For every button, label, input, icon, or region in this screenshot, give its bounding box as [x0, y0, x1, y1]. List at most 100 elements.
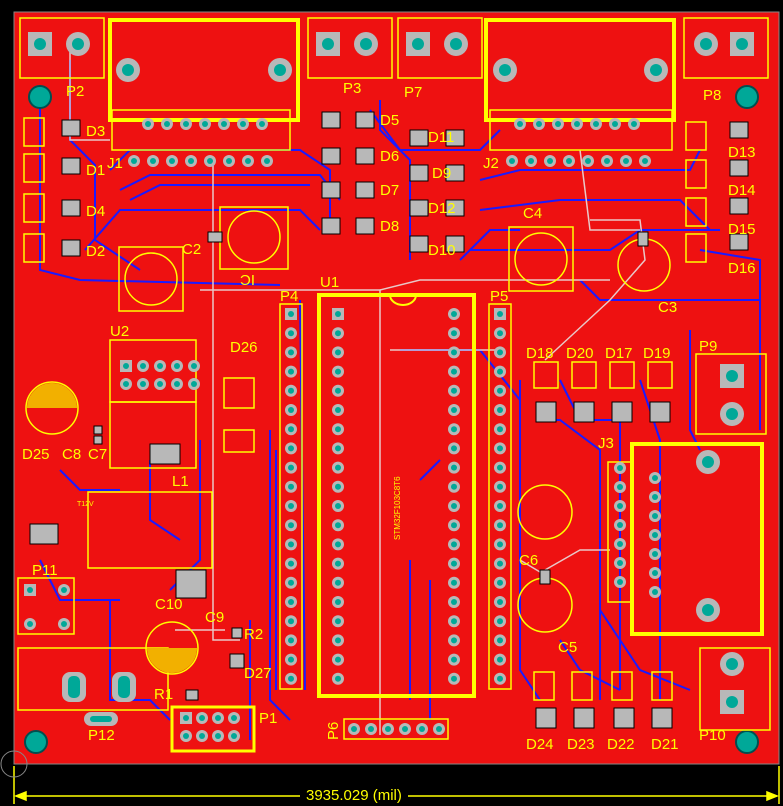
designator-p6: P6: [325, 721, 342, 740]
designator-d18: D18: [526, 345, 554, 362]
pad-hole: [497, 503, 503, 509]
designator-p9: P9: [699, 338, 718, 355]
pad-hole: [402, 726, 408, 732]
pad-hole: [199, 715, 205, 721]
designator-d27: D27: [244, 665, 272, 682]
pad-hole: [288, 407, 294, 413]
pad-hole: [451, 464, 457, 471]
pad-hole: [288, 618, 294, 625]
pad-hole: [617, 560, 623, 566]
pad-hole: [264, 158, 270, 164]
pad-hole: [145, 121, 151, 127]
designator-d7: D7: [380, 182, 400, 199]
designator-p2: P2: [66, 83, 85, 100]
designator-d16: D16: [728, 260, 756, 277]
pad-hole: [451, 541, 457, 548]
pad-hole: [27, 587, 33, 593]
designator-d11: D11: [428, 129, 455, 146]
pad-hole: [288, 330, 294, 337]
pad-hole: [231, 715, 237, 721]
pad-hole: [174, 363, 180, 369]
designator-d8: D8: [380, 218, 400, 235]
designator-p7: P7: [404, 84, 423, 101]
pad-hole: [623, 158, 629, 164]
designator-c4: C4: [523, 205, 543, 222]
pad-hole: [288, 541, 294, 548]
pad-hole: [509, 158, 515, 164]
pad-hole: [335, 368, 341, 375]
designator-d23: D23: [567, 736, 595, 753]
top-traces: [69, 40, 646, 735]
pad-hole: [202, 121, 208, 127]
designator-c3: C3: [658, 299, 678, 316]
designator-d24: D24: [526, 736, 554, 753]
pad-hole: [451, 522, 457, 529]
pad-hole: [288, 483, 294, 490]
pad-hole: [497, 464, 503, 471]
pad-hole: [288, 637, 294, 644]
pad-hole: [451, 387, 457, 394]
pad-hole: [27, 621, 33, 627]
designator-j1: J1: [107, 155, 123, 172]
mounting-hole-tl: [28, 85, 52, 109]
pad-hole: [215, 715, 221, 721]
pad-hole: [652, 475, 658, 481]
pad-hole: [335, 599, 341, 605]
pad-hole: [288, 426, 294, 433]
pad-hole: [335, 541, 341, 548]
voltage-text: T12V: [77, 501, 94, 508]
pad-hole: [288, 445, 294, 452]
pad-hole: [288, 503, 294, 509]
pad-hole: [555, 121, 561, 127]
pad-hole: [188, 158, 194, 164]
pad-hole: [528, 158, 534, 164]
designator-d10: D10: [428, 242, 456, 259]
pad-hole: [419, 726, 425, 732]
pad-hole: [451, 483, 457, 490]
pad-hole: [451, 560, 457, 567]
pad-hole: [497, 541, 503, 548]
pad-hole: [288, 464, 294, 471]
pad-hole: [451, 656, 457, 663]
polarized-cap-hatching: [27, 383, 197, 673]
pad-hole: [157, 381, 163, 387]
pad-hole: [221, 121, 227, 127]
pad-hole: [123, 363, 129, 369]
origin-marker: [0, 750, 28, 778]
pad-hole: [536, 121, 542, 127]
designator-d3: D3: [86, 123, 106, 140]
pad-hole: [497, 330, 503, 337]
pad-hole: [207, 158, 213, 164]
pad-hole: [150, 158, 156, 164]
pad-hole: [451, 579, 457, 586]
pad-hole: [174, 381, 180, 387]
pad-hole: [497, 522, 503, 529]
pad-hole: [497, 426, 503, 433]
pad-hole: [335, 637, 341, 644]
designator-l1: L1: [172, 473, 189, 490]
pad-hole: [288, 387, 294, 394]
pad-hole: [335, 464, 341, 471]
designator-d20: D20: [566, 345, 594, 362]
pad-hole: [335, 349, 341, 356]
pad-hole: [451, 349, 457, 356]
designator-p1: P1: [259, 710, 278, 727]
mounting-holes: [24, 85, 759, 754]
pad-hole: [245, 158, 251, 164]
pad-hole: [61, 621, 67, 627]
designator-d19: D19: [643, 345, 671, 362]
designator-p8: P8: [703, 87, 722, 104]
pad-hole: [288, 560, 294, 567]
pad-hole: [652, 551, 658, 557]
pad-hole: [593, 121, 599, 127]
dimension-label: 3935.029 (mil): [300, 787, 408, 804]
pad-hole: [497, 579, 503, 586]
smd-pads: [29, 111, 749, 729]
designator-ic: IC: [240, 271, 255, 288]
u1-notch: [389, 294, 417, 306]
pad-hole: [497, 637, 503, 644]
designator-u1: U1: [320, 274, 340, 291]
pad-hole: [140, 381, 146, 387]
pad-hole: [259, 121, 265, 127]
designator-r2: R2: [244, 626, 264, 643]
